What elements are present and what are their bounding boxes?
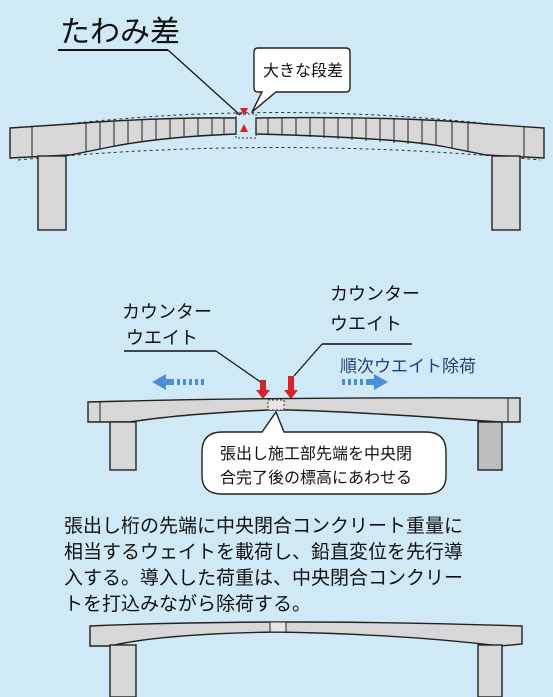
left-cantilever-girder — [9, 117, 237, 159]
counterweight-left-line1: カウンター — [122, 302, 212, 323]
counterweight-right-line1: カウンター — [330, 284, 420, 305]
panel-explanation: 張出し桁の先端に中央閉合コンクリート重量に 相当するウェイトを載荷し、鉛直変位を… — [64, 515, 523, 697]
large-step-callout: 大きな段差 — [251, 47, 351, 113]
counterweight-right-line2: ウエイト — [330, 314, 402, 335]
left-girder-segments — [85, 118, 225, 152]
deflection-difference-title: たわみ差 — [60, 15, 180, 50]
title-leader-line — [167, 49, 241, 116]
left-removal-arrow — [152, 374, 204, 390]
panel-counterweight: カウンター ウエイト カウンター ウエイト 順次ウエイト除荷 — [87, 284, 521, 495]
left-pier-2 — [109, 421, 137, 471]
elevation-callout: 張出し施工部先端を中央閉 合完了後の標高にあわせる — [201, 410, 447, 495]
explanation-line1: 張出し桁の先端に中央閉合コンクリート重量に — [64, 515, 463, 537]
step-arrow-down — [240, 108, 248, 116]
explanation-line4: トを打込みながら除荷する。 — [64, 593, 311, 615]
right-cantilever-girder — [255, 116, 545, 159]
closure-segment-3 — [269, 621, 287, 633]
target-profile-dotted-line-lower — [17, 147, 541, 161]
right-pier-2 — [477, 421, 503, 471]
right-girder-segments — [267, 118, 469, 152]
counterweight-right-leader — [293, 343, 323, 377]
large-step-callout-text: 大きな段差 — [263, 61, 343, 80]
elevation-callout-line1: 張出し施工部先端を中央閉 — [220, 444, 412, 463]
counterweight-left-leader — [215, 350, 263, 384]
closure-gap-box — [235, 113, 257, 139]
girder-with-counterweight — [87, 397, 521, 423]
right-pier — [491, 155, 521, 231]
closure-segment-2 — [267, 399, 285, 411]
elevation-callout-line2: 合完了後の標高にあわせる — [220, 468, 412, 487]
counterweight-arrow-left — [256, 380, 270, 399]
target-profile-dotted-line — [17, 112, 541, 131]
explanation-line2: 相当するウェイトを載荷し、鉛直変位を先行導 — [64, 541, 463, 563]
right-removal-arrow — [342, 374, 388, 390]
panel-deflection-difference: たわみ差 大きな段差 — [9, 15, 545, 231]
sequential-weight-removal-label: 順次ウエイト除荷 — [340, 357, 476, 377]
right-pier-3 — [477, 644, 503, 697]
counterweight-left-line2: ウエイト — [126, 328, 198, 349]
step-arrow-up — [240, 124, 248, 132]
completed-girder — [89, 621, 523, 647]
left-pier-3 — [109, 644, 137, 697]
counterweight-arrow-right — [284, 376, 298, 399]
explanation-line3: 入する。導入した荷重は、中央閉合コンクリー — [64, 567, 463, 589]
left-pier — [37, 155, 67, 231]
